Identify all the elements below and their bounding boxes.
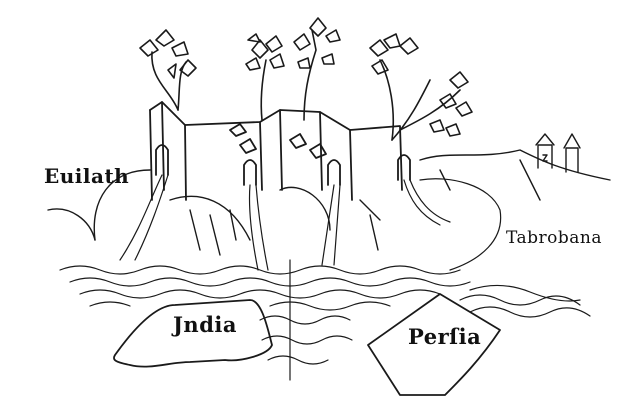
label-india: Jndia — [173, 312, 237, 337]
castle-towers — [535, 133, 581, 173]
rocky-mounds — [47, 149, 611, 256]
rivers — [59, 174, 591, 381]
label-evilath: Euilath — [44, 164, 130, 188]
india-landmass — [113, 299, 273, 368]
walled-garden — [149, 101, 411, 201]
trees — [139, 17, 473, 141]
label-tabrobana: Tabrobana — [506, 228, 602, 248]
persia-landmass — [367, 293, 501, 396]
label-persia: Perſia — [408, 324, 482, 349]
